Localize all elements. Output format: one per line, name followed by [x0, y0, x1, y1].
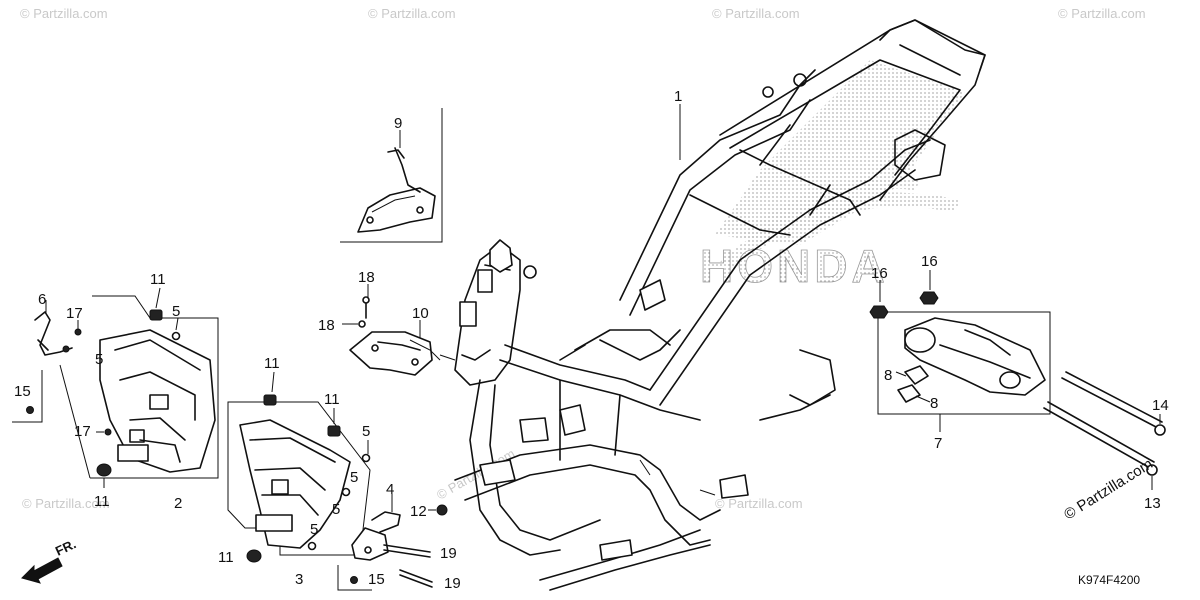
bracket-10[interactable]	[349, 331, 456, 376]
damper-bracket-7[interactable]	[877, 311, 1051, 415]
callout-11[interactable]: 11	[94, 493, 110, 510]
watermark: © Partzilla.com	[368, 6, 456, 21]
callout-3[interactable]: 3	[295, 571, 303, 588]
callout-16[interactable]: 16	[921, 253, 938, 270]
long-bolts[interactable]	[1043, 371, 1166, 476]
callout-18[interactable]: 18	[358, 269, 375, 286]
callout-5[interactable]: 5	[350, 469, 358, 486]
wire-bracket-4[interactable]	[337, 511, 401, 591]
hardware[interactable]	[26, 291, 939, 588]
callout-17[interactable]: 17	[66, 305, 83, 322]
callout-14[interactable]: 14	[1152, 397, 1169, 414]
callout-9[interactable]: 9	[394, 115, 402, 132]
panel-2-group[interactable]	[90, 295, 219, 479]
callout-15[interactable]: 15	[14, 383, 31, 400]
callout-4[interactable]: 4	[386, 481, 394, 498]
honda-wordmark: HONDA	[700, 240, 889, 292]
callout-1[interactable]: 1	[674, 88, 682, 105]
callout-8[interactable]: 8	[884, 367, 892, 384]
callout-19[interactable]: 19	[444, 575, 461, 592]
callout-10[interactable]: 10	[412, 305, 429, 322]
callout-5[interactable]: 5	[362, 423, 370, 440]
callout-11[interactable]: 11	[264, 355, 280, 372]
front-direction-arrow: FR.	[21, 536, 78, 584]
callout-5[interactable]: 5	[95, 351, 103, 368]
callouts: 1 2 3 4 5 5 5 5 5 5 6 7 8 8 9 10 11 11 1…	[14, 88, 1169, 592]
callout-17[interactable]: 17	[74, 423, 91, 440]
callout-5[interactable]: 5	[332, 501, 340, 518]
callout-19[interactable]: 19	[440, 545, 457, 562]
frame-body[interactable]	[454, 19, 986, 591]
wire-bracket-6[interactable]	[12, 300, 91, 479]
watermark: © Partzilla.com	[712, 6, 800, 21]
rear-bracket-9[interactable]	[340, 108, 443, 243]
callout-11[interactable]: 11	[218, 549, 234, 566]
callout-13[interactable]: 13	[1144, 495, 1161, 512]
corner-watermark: © Partzilla.com	[1061, 455, 1156, 523]
callout-11[interactable]: 11	[150, 271, 166, 288]
callout-5[interactable]: 5	[310, 521, 318, 538]
panel-3-group[interactable]	[227, 401, 371, 556]
callout-11[interactable]: 11	[324, 391, 340, 408]
callout-2[interactable]: 2	[174, 495, 182, 512]
callout-16[interactable]: 16	[871, 265, 888, 282]
diagram-code: K974F4200	[1078, 573, 1140, 587]
watermark: © Partzilla.com	[715, 496, 803, 511]
watermark: © Partzilla.com	[22, 496, 110, 511]
leader-lines	[77, 104, 1161, 512]
front-label: FR.	[53, 536, 78, 558]
callout-6[interactable]: 6	[38, 291, 46, 308]
callout-7[interactable]: 7	[934, 435, 942, 452]
callout-18[interactable]: 18	[318, 317, 335, 334]
callout-15[interactable]: 15	[368, 571, 385, 588]
watermark: © Partzilla.com	[20, 6, 108, 21]
watermark: © Partzilla.com	[1058, 6, 1146, 21]
callout-5[interactable]: 5	[172, 303, 180, 320]
callout-8[interactable]: 8	[930, 395, 938, 412]
callout-12[interactable]: 12	[410, 503, 427, 520]
